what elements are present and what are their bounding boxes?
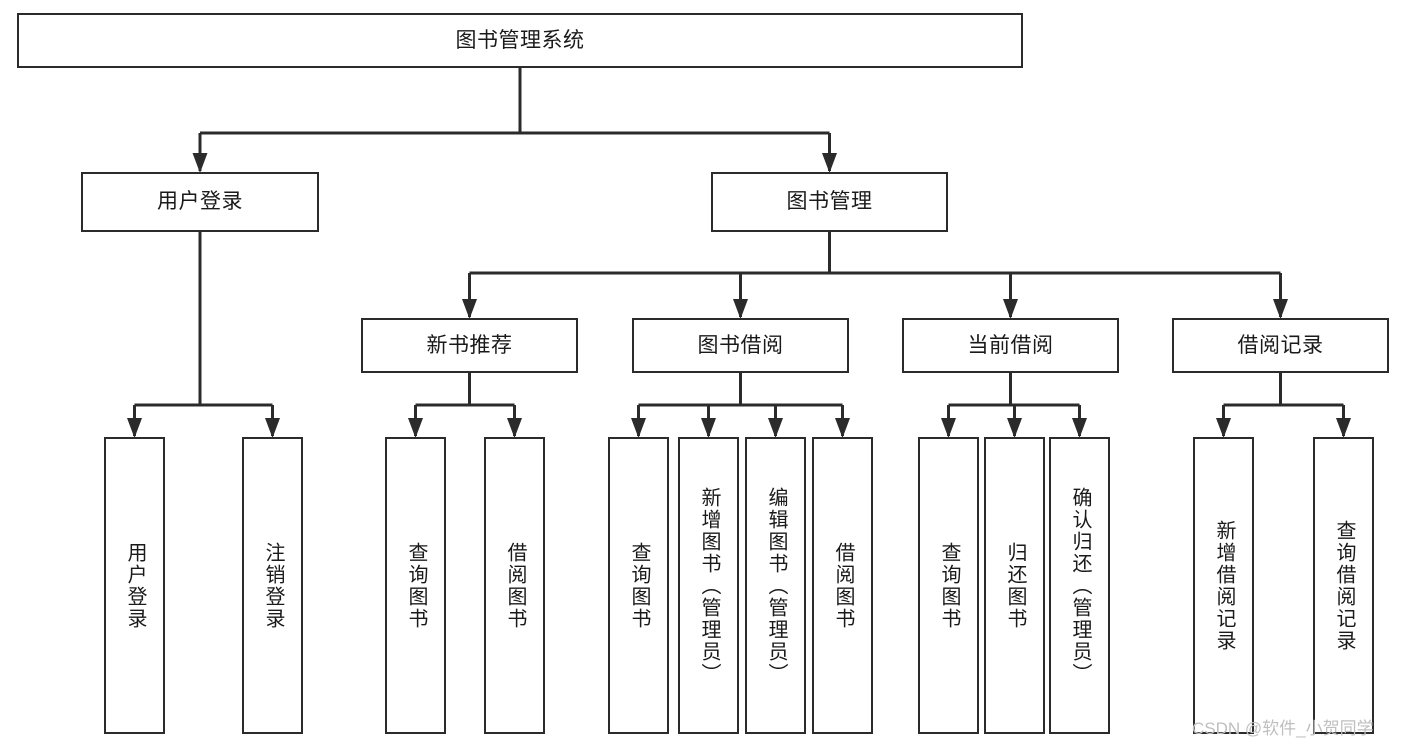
node-book-borrow[interactable]: 图书借阅 bbox=[632, 318, 849, 373]
edge-arrow-leaf-borrow-book-rec bbox=[507, 418, 522, 438]
node-leaf-query-book[interactable]: 查询图书 bbox=[608, 437, 669, 734]
edge-arrow-leaf-query-book-cur bbox=[941, 418, 956, 438]
edge-arrow-current-borrow bbox=[1003, 299, 1018, 319]
edge-arrow-leaf-add-borrow-record bbox=[1216, 418, 1231, 438]
node-leaf-return-book[interactable]: 归还图书 bbox=[984, 437, 1045, 734]
node-label: 查询图书 bbox=[628, 541, 650, 630]
node-new-book-recommend[interactable]: 新书推荐 bbox=[361, 318, 578, 373]
node-label: 借阅图书 bbox=[832, 541, 854, 630]
edge-arrow-leaf-query-book-rec bbox=[408, 418, 423, 438]
edge-arrow-leaf-return-book bbox=[1007, 418, 1022, 438]
node-leaf-add-book-admin[interactable]: 新增图书（管理员） bbox=[678, 437, 739, 734]
node-leaf-add-borrow-record[interactable]: 新增借阅记录 bbox=[1193, 437, 1254, 734]
node-user-login[interactable]: 用户登录 bbox=[81, 172, 319, 232]
node-label: 注销登录 bbox=[262, 541, 284, 630]
edge-arrow-borrow-record bbox=[1273, 299, 1288, 319]
node-leaf-query-borrow-record[interactable]: 查询借阅记录 bbox=[1313, 437, 1374, 734]
node-label: 用户登录 bbox=[157, 190, 243, 214]
edge-arrow-leaf-add-book-admin bbox=[701, 418, 716, 438]
node-label: 查询图书 bbox=[938, 541, 960, 630]
node-label: 新书推荐 bbox=[426, 333, 513, 357]
node-current-borrow[interactable]: 当前借阅 bbox=[902, 318, 1119, 373]
node-label: 用户登录 bbox=[124, 541, 146, 630]
node-root[interactable]: 图书管理系统 bbox=[17, 13, 1023, 68]
node-label: 图书管理 bbox=[786, 190, 873, 214]
edge-arrow-new-book-recommend bbox=[462, 299, 477, 319]
node-label: 新增借阅记录 bbox=[1213, 519, 1235, 652]
node-label: 借阅图书 bbox=[504, 541, 526, 630]
node-leaf-borrow-book-rec[interactable]: 借阅图书 bbox=[484, 437, 545, 734]
edge-arrow-leaf-user-login bbox=[127, 418, 142, 438]
edge-arrow-book-manage bbox=[822, 153, 837, 173]
node-label: 图书管理系统 bbox=[455, 28, 585, 52]
edge-arrow-book-borrow bbox=[733, 299, 748, 319]
node-leaf-query-book-rec[interactable]: 查询图书 bbox=[385, 437, 446, 734]
edge-arrow-leaf-query-book bbox=[631, 418, 646, 438]
edge-arrow-leaf-logout bbox=[265, 418, 280, 438]
node-label: 查询借阅记录 bbox=[1333, 519, 1355, 652]
node-leaf-confirm-return-admin[interactable]: 确认归还（管理员） bbox=[1049, 437, 1110, 734]
node-book-manage[interactable]: 图书管理 bbox=[711, 172, 948, 232]
node-label: 编辑图书（管理员） bbox=[765, 486, 787, 685]
edge-arrow-leaf-borrow-book bbox=[835, 418, 850, 438]
node-leaf-borrow-book[interactable]: 借阅图书 bbox=[812, 437, 873, 734]
node-leaf-logout[interactable]: 注销登录 bbox=[242, 437, 303, 734]
edge-arrow-leaf-query-borrow-record bbox=[1336, 418, 1351, 438]
node-label: 确认归还（管理员） bbox=[1069, 486, 1091, 685]
node-leaf-user-login[interactable]: 用户登录 bbox=[104, 437, 165, 734]
node-label: 当前借阅 bbox=[967, 333, 1054, 357]
node-borrow-record[interactable]: 借阅记录 bbox=[1172, 318, 1389, 373]
edge-arrow-user-login bbox=[192, 153, 208, 173]
csdn-watermark: CSDN @软件_小贺同学 bbox=[1192, 719, 1374, 738]
node-label: 新增图书（管理员） bbox=[698, 486, 720, 685]
edge-arrow-leaf-confirm-return-admin bbox=[1072, 418, 1087, 438]
edge-arrow-leaf-edit-book-admin bbox=[768, 418, 783, 438]
node-label: 图书借阅 bbox=[697, 333, 784, 357]
node-label: 查询图书 bbox=[405, 541, 427, 630]
node-leaf-query-book-cur[interactable]: 查询图书 bbox=[918, 437, 979, 734]
node-label: 归还图书 bbox=[1004, 541, 1026, 630]
node-label: 借阅记录 bbox=[1237, 333, 1324, 357]
node-leaf-edit-book-admin[interactable]: 编辑图书（管理员） bbox=[745, 437, 806, 734]
